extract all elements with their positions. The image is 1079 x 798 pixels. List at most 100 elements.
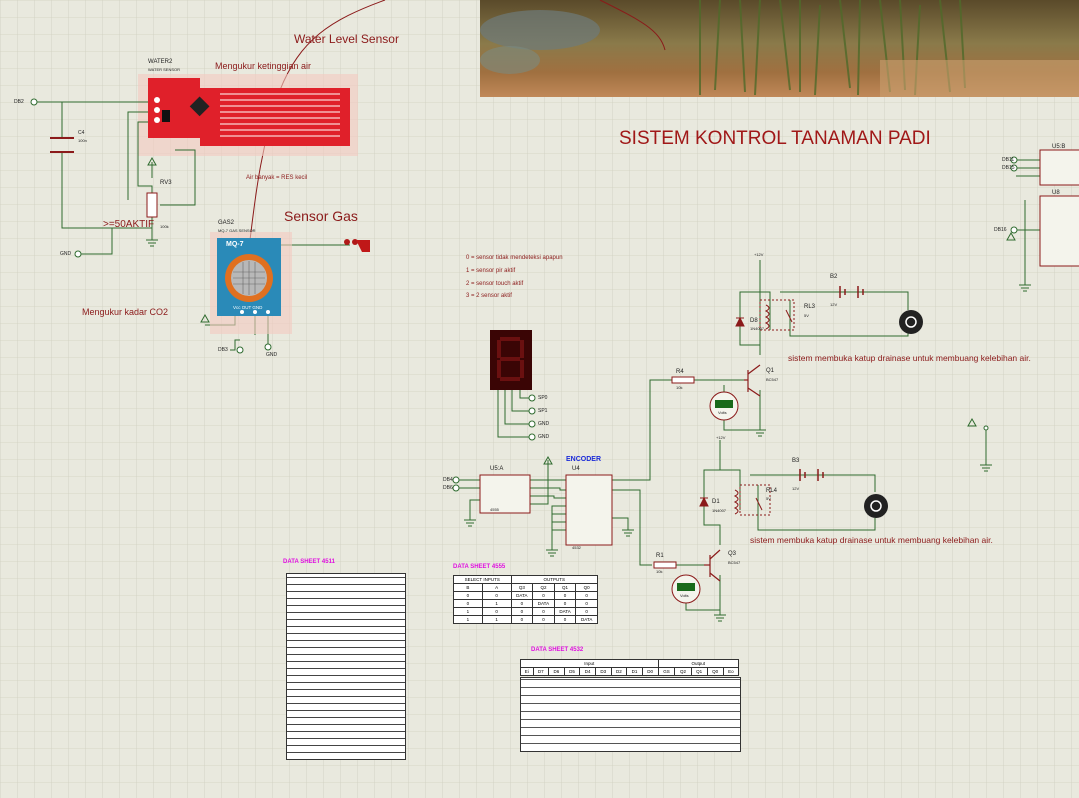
- ic-u8[interactable]: [1039, 195, 1079, 267]
- aktif-label: >=50AKTIF: [103, 219, 155, 230]
- ds4532-col: D6: [548, 667, 565, 676]
- label-u5a: U5:A: [490, 466, 504, 472]
- cell: 0: [575, 599, 598, 608]
- ic-u4-encoder[interactable]: [565, 474, 613, 546]
- transistor-q1[interactable]: [744, 364, 761, 397]
- drainase-label-2: sistem membuka katup drainase untuk memb…: [750, 535, 993, 545]
- ic-u5b[interactable]: [1039, 149, 1079, 186]
- output-terminal[interactable]: [344, 239, 370, 252]
- ds4532-col: Q0: [706, 667, 724, 676]
- label-r4-val: 10k: [676, 385, 683, 390]
- ds4555-col: Q0: [575, 583, 598, 592]
- label-b2-val: 12V: [830, 302, 838, 307]
- ds4532-head-input: Input: [520, 659, 659, 668]
- label-d1: D1: [712, 499, 720, 505]
- label-u4-part: 4532: [572, 545, 581, 550]
- ds4532-col: Eo: [722, 667, 740, 676]
- battery-b2[interactable]: [839, 286, 864, 298]
- cell: 0: [575, 591, 598, 600]
- label-r1: R1: [656, 553, 664, 559]
- label-plus12v-1: +12V: [754, 252, 764, 257]
- net-sp1: SP1: [538, 408, 548, 414]
- label-rv3: RV3: [160, 180, 172, 186]
- label-c4-val: 100n: [78, 138, 87, 143]
- label-b3: B3: [792, 458, 800, 464]
- motor-1: [899, 310, 923, 334]
- label-q1-part: BC547: [766, 377, 779, 382]
- legend-line-0: 0 = sensor tidak mendeteksi apapun: [466, 255, 563, 261]
- cell: DATA: [532, 599, 555, 608]
- label-gas2: GAS2: [218, 220, 235, 226]
- capacitor-c4[interactable]: [50, 137, 74, 153]
- label-mq: MQ-7: [226, 241, 244, 248]
- sensor-gas-label: Sensor Gas: [284, 208, 358, 224]
- label-plus12v-2: +12V: [716, 435, 726, 440]
- label-c4: C4: [78, 130, 85, 136]
- label-water2: WATER2: [148, 59, 173, 65]
- potentiometer-rv3[interactable]: [146, 192, 158, 218]
- label-q1: Q1: [766, 368, 775, 374]
- ds4532-col: Ei: [520, 667, 534, 676]
- label-volts-1: Volts: [718, 410, 727, 415]
- label-rl3-val: 5V: [804, 313, 809, 318]
- label-u5a-part: 4555: [490, 507, 499, 512]
- ds4555-col: A: [481, 583, 512, 592]
- label-q3-part: BC547: [728, 560, 741, 565]
- mengukur-ketinggian-label: Mengukur ketinggian air: [215, 61, 312, 71]
- resistor-r4[interactable]: [671, 376, 695, 384]
- cell: 0: [532, 615, 555, 624]
- cell: 0: [510, 599, 534, 608]
- label-q3: Q3: [728, 551, 737, 557]
- datasheet-4511-image: [286, 573, 406, 760]
- legend-line-3: 3 = 2 sensor aktif: [466, 293, 512, 299]
- net-db15: DB15: [1002, 165, 1015, 171]
- ds4555-head-outputs: OUTPUTS: [510, 575, 599, 584]
- cell: 0: [453, 591, 483, 600]
- diode-d1[interactable]: [699, 496, 709, 507]
- voltmeter-2: [671, 574, 701, 604]
- cell: 0: [575, 607, 598, 616]
- label-d8: D8: [750, 318, 758, 324]
- label-rl4-val: 5V: [766, 496, 771, 501]
- water-sensor[interactable]: [138, 74, 358, 156]
- ic-u5a[interactable]: [479, 474, 531, 514]
- transistor-q3[interactable]: [704, 549, 721, 582]
- ds4532-col: GS: [657, 667, 676, 676]
- diode-d8[interactable]: [735, 316, 745, 327]
- net-gnd-3: GND: [538, 421, 550, 427]
- ds4555-col: B: [453, 583, 483, 592]
- datasheet-4532-title: DATA SHEET 4532: [531, 647, 584, 653]
- motor-2: [864, 494, 888, 518]
- ds4532-col: D0: [641, 667, 659, 676]
- ds4555-head-select: SELECT INPUTS: [453, 575, 512, 584]
- label-b2: B2: [830, 274, 838, 280]
- label-r1-val: 10k: [656, 569, 663, 574]
- relay-rl4[interactable]: [733, 484, 771, 516]
- cell: 1: [481, 599, 512, 608]
- label-gas-sensor: MQ-7 GAS SENSOR: [218, 228, 256, 233]
- gas-sensor[interactable]: [210, 232, 292, 334]
- ds4532-col: Q1: [690, 667, 708, 676]
- label-u4: U4: [572, 466, 580, 472]
- battery-b3[interactable]: [799, 469, 824, 481]
- resistor-r1[interactable]: [653, 561, 677, 569]
- ds4532-col: Q2: [674, 667, 692, 676]
- water-level-sensor-label: Water Level Sensor: [294, 32, 399, 46]
- net-db16: DB16: [994, 227, 1007, 233]
- cell: 0: [510, 607, 534, 616]
- datasheet-4511-title: DATA SHEET 4511: [283, 559, 335, 565]
- cell: DATA: [575, 615, 598, 624]
- ground-symbols: [146, 239, 1031, 622]
- ds4532-col: D2: [610, 667, 628, 676]
- label-volts-2: Volts: [680, 593, 689, 598]
- cell: DATA: [510, 591, 534, 600]
- relay-rl3[interactable]: [759, 299, 795, 331]
- net-gnd-4: GND: [538, 434, 550, 440]
- cell: 0: [510, 615, 534, 624]
- ds4532-head-output: Output: [657, 659, 739, 668]
- net-db11: DB11: [1002, 157, 1015, 163]
